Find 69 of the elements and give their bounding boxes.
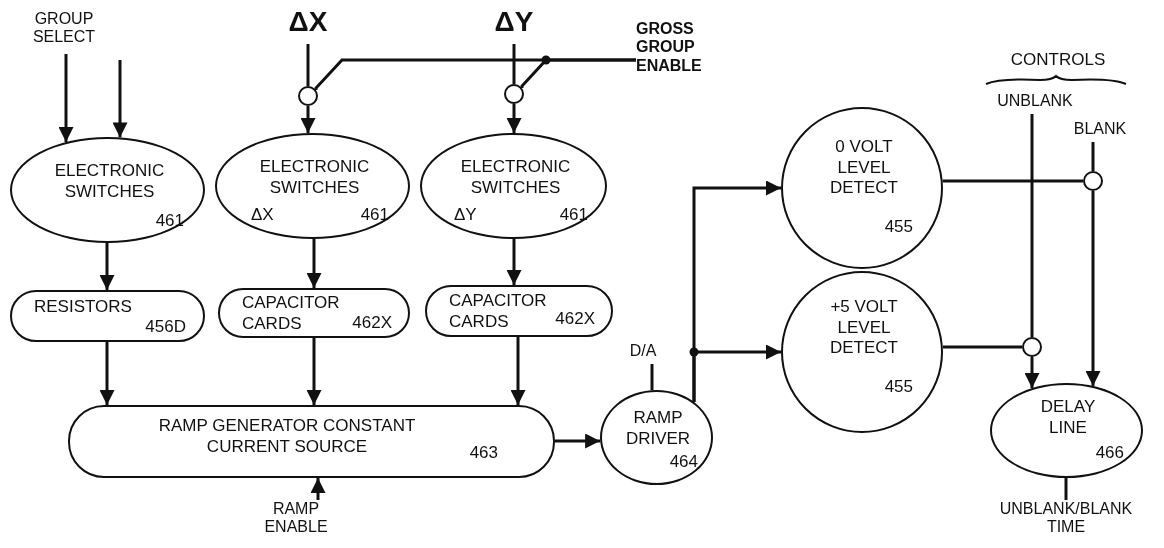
arrow [99, 342, 115, 405]
arrow [300, 106, 316, 134]
arrow [58, 54, 74, 143]
signal-label: GROSS GROUP ENABLE [636, 20, 740, 86]
signal-label: BLANK [1058, 120, 1142, 142]
block-label: RAMP DRIVER [624, 408, 692, 450]
signal-label: GROUP SELECT [18, 10, 110, 54]
capacitor-block [218, 288, 410, 338]
block-label: +5 VOLT LEVEL DETECT [829, 297, 899, 360]
arrow [506, 104, 522, 133]
signal-label: UNBLANK/BLANK TIME [991, 500, 1141, 544]
arrow [1085, 191, 1101, 386]
connector-line [306, 44, 310, 86]
signal-label: D/A [622, 342, 664, 364]
arrow [310, 478, 326, 500]
arrow [692, 344, 781, 402]
block-tag: ΔY [454, 205, 494, 226]
signal-label: UNBLANK [975, 92, 1095, 114]
signal-label: ΔX [272, 6, 344, 44]
block-tag: 461 [526, 205, 588, 226]
capacitor-block [425, 285, 613, 337]
detector-circle [781, 271, 943, 433]
inverter-bubble [504, 84, 524, 104]
block-label: RESISTORS [34, 297, 133, 318]
arrow [1024, 357, 1040, 389]
connector-line [942, 179, 1083, 183]
switch-block [10, 137, 205, 243]
arrow [506, 239, 522, 285]
block-tag: 455 [863, 377, 913, 398]
switch-block [420, 133, 607, 239]
signal-label: ΔY [478, 6, 550, 44]
inverter-bubble [298, 86, 318, 106]
arrow [99, 243, 115, 290]
block-tag: ΔX [251, 205, 291, 226]
connector-line [512, 44, 516, 84]
connector-line [942, 345, 1022, 349]
block-label: RAMP GENERATOR CONSTANT CURRENT SOURCE [157, 416, 417, 458]
block-label: ELECTRONIC SWITCHES [258, 157, 371, 199]
signal-label: RAMP ENABLE [250, 500, 342, 544]
block-tag: 455 [863, 217, 913, 238]
connector-line [520, 58, 636, 89]
block-tag: 461 [327, 205, 389, 226]
inverter-bubble [1083, 171, 1103, 191]
ramp-driver-block [600, 390, 713, 485]
arrow [510, 337, 526, 405]
connector-line [650, 364, 654, 391]
block-tag: 463 [438, 443, 498, 464]
arrow [555, 433, 601, 449]
block-tag: 464 [654, 452, 698, 473]
arrow [306, 239, 322, 288]
resistor-block [10, 290, 205, 342]
arrow [306, 338, 322, 405]
block-tag: 456D [112, 317, 186, 338]
block-label: DELAY LINE [1039, 397, 1097, 439]
arrow [112, 60, 128, 138]
inverter-bubble [1022, 337, 1042, 357]
delay-line-block [990, 383, 1143, 478]
block-tag: 466 [1076, 443, 1124, 464]
ramp-generator-block [68, 405, 555, 478]
connector-line [1091, 142, 1095, 171]
block-label: 0 VOLT LEVEL DETECT [829, 137, 899, 200]
block-label: ELECTRONIC SWITCHES [53, 161, 166, 203]
detector-circle [781, 107, 943, 269]
block-tag: 461 [122, 211, 184, 232]
group-heading: CONTROLS [1009, 50, 1107, 71]
switch-block [215, 133, 410, 239]
connector-line [1064, 478, 1068, 500]
connector-line [1030, 114, 1034, 337]
block-label: ELECTRONIC SWITCHES [459, 157, 572, 199]
